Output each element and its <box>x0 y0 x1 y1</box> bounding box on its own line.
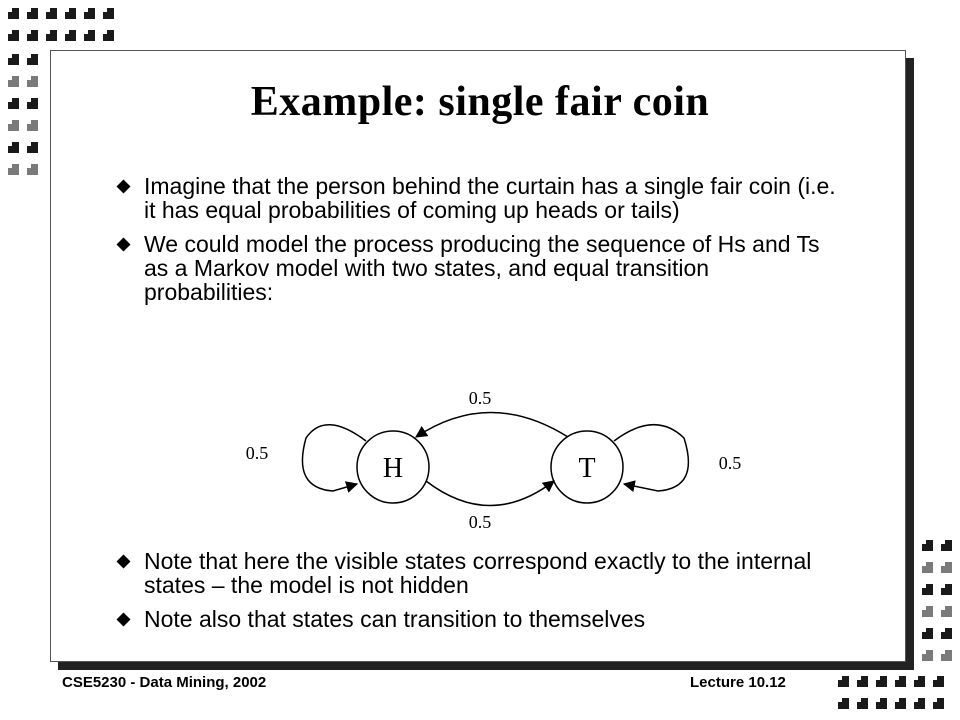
bullet-list-bottom: Note that here the visible states corres… <box>116 548 838 641</box>
markov-diagram-svg: H T 0.5 0.5 0.5 0.5 <box>246 388 742 532</box>
bullet-text: We could model the process producing the… <box>144 231 820 305</box>
bullet-item: Imagine that the person behind the curta… <box>116 173 838 223</box>
decoration-square <box>838 676 849 687</box>
decoration-square <box>876 676 887 687</box>
decoration-square <box>65 8 76 19</box>
decoration-square <box>922 584 933 595</box>
decoration-square <box>8 76 19 87</box>
arc-h-to-t <box>425 480 555 507</box>
decoration-square <box>27 30 38 41</box>
decoration-square <box>27 76 38 87</box>
decoration-square <box>941 584 952 595</box>
diamond-bullet-icon <box>116 179 131 194</box>
decoration-square <box>8 164 19 175</box>
decoration-square <box>895 676 906 687</box>
decoration-square <box>922 562 933 573</box>
bullet-item: Note also that states can transition to … <box>116 606 838 632</box>
prob-t-self: 0.5 <box>719 453 742 473</box>
decoration-square <box>8 120 19 131</box>
decoration-square <box>941 562 952 573</box>
decoration-square <box>922 540 933 551</box>
decoration-square <box>933 698 944 709</box>
decoration-square <box>27 120 38 131</box>
bullet-list-top: Imagine that the person behind the curta… <box>116 173 838 314</box>
decoration-square <box>65 30 76 41</box>
state-h-label: H <box>383 453 403 484</box>
decoration-square <box>8 8 19 19</box>
footer-course: CSE5230 - Data Mining, 2002 <box>62 674 267 691</box>
state-h-node <box>356 430 430 504</box>
decoration-square <box>922 650 933 661</box>
prob-h-to-t: 0.5 <box>469 512 492 532</box>
decoration-square <box>8 98 19 109</box>
decoration-square <box>857 676 868 687</box>
slide-title: Example: single fair coin <box>250 79 710 125</box>
decoration-square <box>27 164 38 175</box>
decoration-square <box>941 606 952 617</box>
decoration-square <box>941 540 952 551</box>
bullet-text: Note also that states can transition to … <box>144 606 646 632</box>
decoration-square <box>914 698 925 709</box>
decoration-square <box>838 698 849 709</box>
bullet-text: Imagine that the person behind the curta… <box>144 173 836 223</box>
decoration-square <box>941 628 952 639</box>
decoration-square <box>8 54 19 65</box>
arc-h-self <box>301 424 367 493</box>
arc-t-to-h <box>414 411 569 438</box>
decoration-square <box>27 8 38 19</box>
prob-t-to-h: 0.5 <box>469 388 492 408</box>
decoration-square <box>27 142 38 153</box>
decoration-square <box>933 676 944 687</box>
bullet-item: We could model the process producing the… <box>116 231 838 305</box>
decoration-square <box>46 30 57 41</box>
decoration-square <box>27 54 38 65</box>
bullet-text: Note that here the visible states corres… <box>144 548 812 598</box>
decoration-square <box>27 98 38 109</box>
footer-lecture: Lecture 10.12 <box>690 674 786 691</box>
decoration-square <box>84 8 95 19</box>
decoration-square <box>103 8 114 19</box>
bullet-item: Note that here the visible states corres… <box>116 548 838 598</box>
decoration-square <box>941 650 952 661</box>
state-t-label: T <box>578 453 595 484</box>
decoration-square <box>922 628 933 639</box>
decoration-square <box>8 30 19 41</box>
state-t-node <box>550 430 624 504</box>
decoration-square <box>922 606 933 617</box>
decoration-square <box>895 698 906 709</box>
decoration-square <box>84 30 95 41</box>
prob-h-self: 0.5 <box>246 443 269 463</box>
decoration-square <box>103 30 114 41</box>
diamond-bullet-icon <box>116 237 131 252</box>
decoration-square <box>8 142 19 153</box>
decoration-square <box>46 8 57 19</box>
diamond-bullet-icon <box>116 554 131 569</box>
diamond-bullet-icon <box>116 612 131 627</box>
decoration-square <box>914 676 925 687</box>
decoration-square <box>857 698 868 709</box>
arc-t-self <box>613 424 690 493</box>
decoration-square <box>876 698 887 709</box>
slide-card <box>50 50 906 662</box>
markov-diagram: H T 0.5 0.5 0.5 0.5 <box>230 380 750 545</box>
